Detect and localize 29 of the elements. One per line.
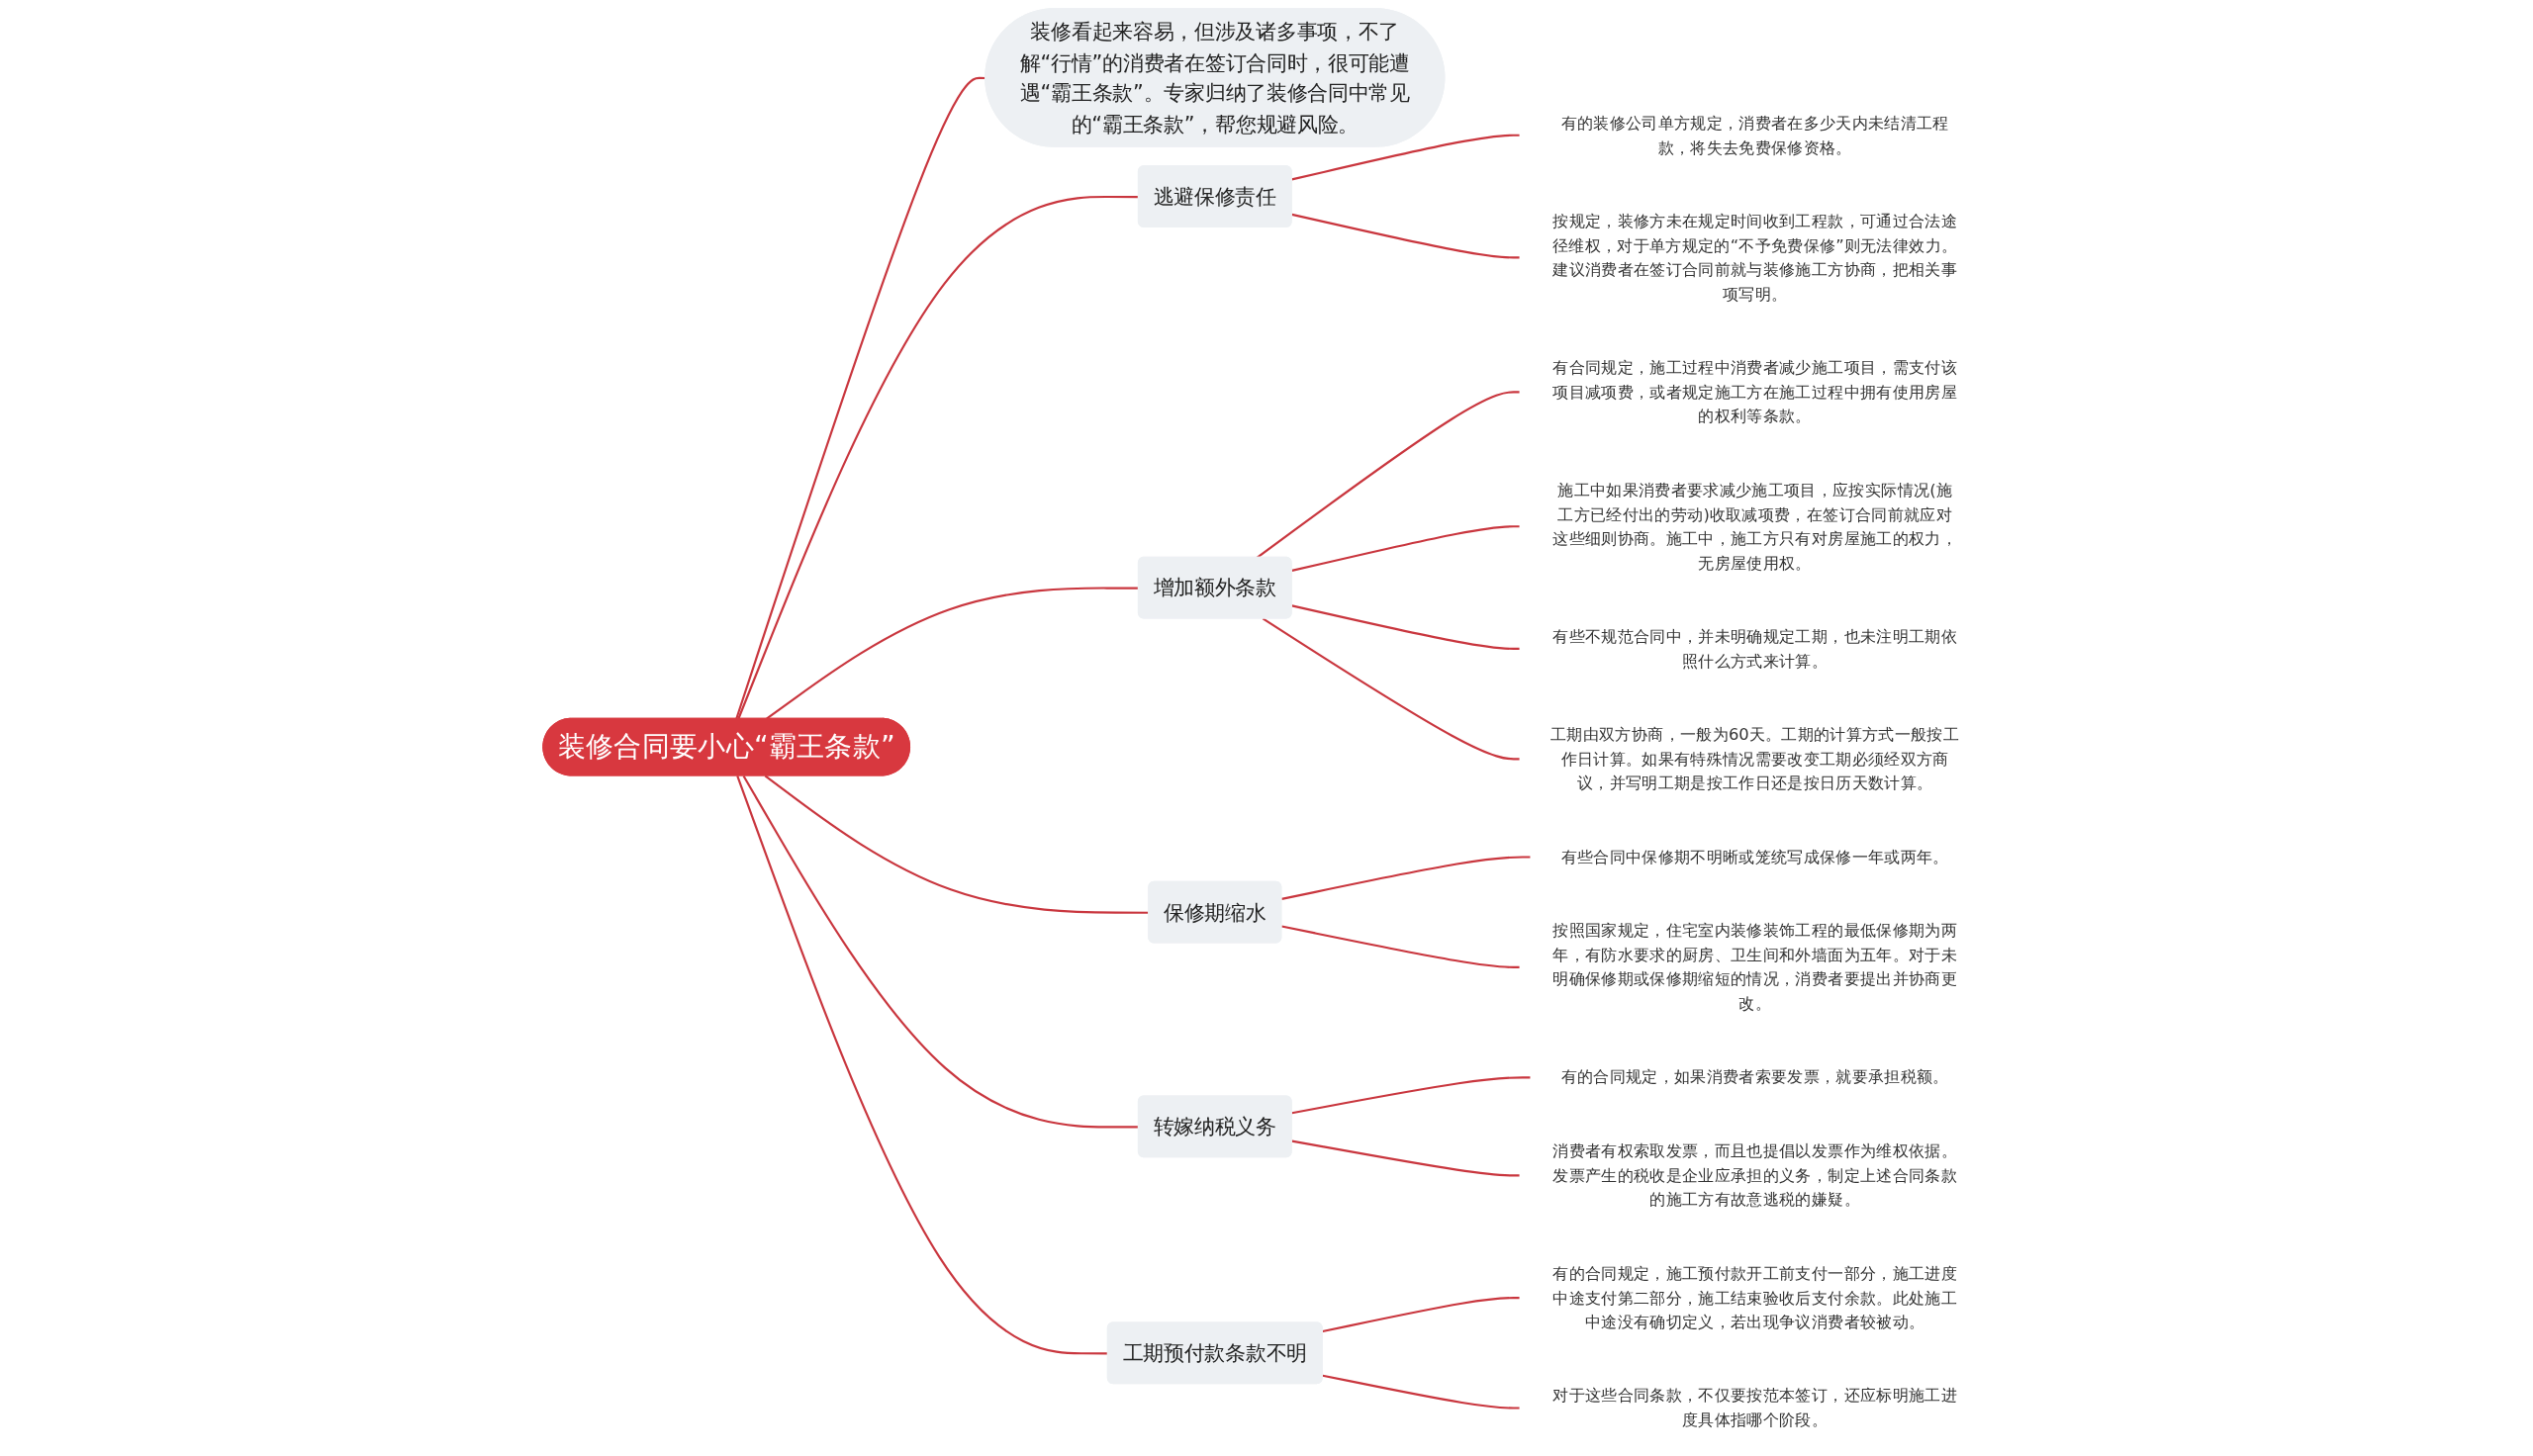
connector xyxy=(1256,391,1521,559)
connector xyxy=(766,587,1139,720)
node-text: 按规定，装修方未在规定时间收到工程款，可通过合法途径维权，对于单方规定的“不予免费保修”则无法律效力。建议消费者在签订合同前就与装修施工方协商，把相关事项写明。 xyxy=(1552,211,1958,304)
node-text: 工期由双方协商，一般为60天。工期的计算方式一般按工作日计算。如果有特殊情况需要改变工期必须经双方商议，并写明工期是按工作日还是按日历天数计算。 xyxy=(1550,724,1960,793)
connector xyxy=(1281,925,1521,968)
connector xyxy=(735,76,986,720)
node-text: 有合同规定，施工过程中消费者减少施工项目，需支付该项目减项费，或者规定施工方在施工过程中拥有使用房屋的权利等条款。 xyxy=(1552,357,1957,426)
connector xyxy=(1322,1374,1521,1410)
node-text: 有的合同规定，如果消费者索要发票，就要承担税额。 xyxy=(1560,1067,1949,1087)
connector xyxy=(742,774,1139,1129)
node-text: 按照国家规定，住宅室内装修装饰工程的最低保修期为两年，有防水要求的厨房、卫生间和外墙面为五年。对于未明确保修期或保修期缩短的情况，消费者要提出并协商更改。 xyxy=(1552,921,1957,1014)
connector xyxy=(1291,1076,1531,1115)
connector xyxy=(1262,617,1521,761)
connector xyxy=(1291,525,1521,572)
node-text: 有些不规范合同中，并未明确规定工期，也未注明工期依照什么方式来计算。 xyxy=(1552,626,1957,671)
node-text: 有些合同中保修期不明晰或笼统写成保修一年或两年。 xyxy=(1560,847,1949,867)
connector xyxy=(1291,134,1521,181)
connector xyxy=(1291,213,1521,259)
node-text: 消费者有权索取发票，而且也提倡以发票作为维权依据。发票产生的税收是企业应承担的义务，制定上述合同条款的施工方有故意逃税的嫌疑。 xyxy=(1552,1140,1957,1210)
connector xyxy=(1291,1139,1521,1177)
connector xyxy=(736,775,1108,1355)
connector xyxy=(1291,604,1521,650)
connector xyxy=(737,195,1139,720)
connector xyxy=(1281,856,1531,900)
node-text: 对于这些合同条款，不仅要按范本签订，还应标明施工进度具体指哪个阶段。 xyxy=(1552,1386,1957,1430)
node-text: 有的合同规定，施工预付款开工前支付一部分，施工进度中途支付第二部分，施工结束验收后支付余款。此处施工中途没有确切定义，若出现争议消费者较被动。 xyxy=(1552,1263,1957,1332)
node-text: 有的装修公司单方规定，消费者在多少天内未结清工程款，将失去免费保修资格。 xyxy=(1560,113,1949,157)
connector xyxy=(1322,1297,1521,1333)
node-text: 施工中如果消费者要求减少施工项目，应按实际情况(施工方已经付出的劳动)收取减项费，在签订合同前就应对这些细则协商。施工中，施工方只有对房屋施工的权力，无房屋使用权。 xyxy=(1552,480,1957,573)
